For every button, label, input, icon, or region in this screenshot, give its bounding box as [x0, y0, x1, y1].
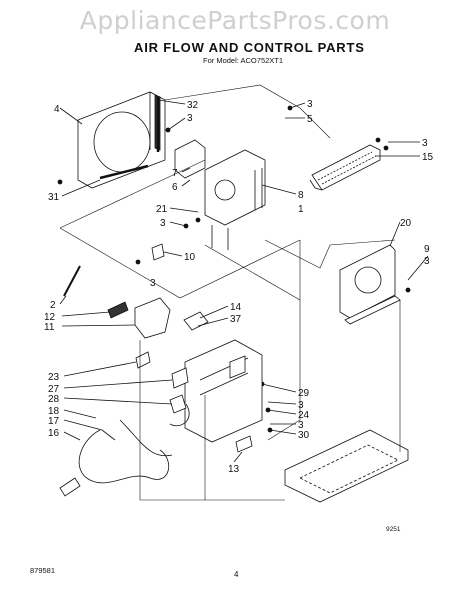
- callout-label: 6: [172, 182, 178, 193]
- callout-label: 3: [187, 113, 193, 124]
- callout-label: 37: [230, 314, 242, 325]
- callout-label: 9: [424, 244, 430, 255]
- page-number: 4: [234, 570, 239, 579]
- callout-label: 14: [230, 302, 242, 313]
- callout-label: 28: [48, 394, 60, 405]
- callout-label: 13: [228, 464, 240, 475]
- callout-label: 3: [424, 256, 430, 267]
- watermark: AppliancePartsPros.com: [79, 6, 391, 35]
- callout-label: 3: [150, 278, 156, 289]
- callout-label: 29: [298, 388, 310, 399]
- part-control-housing: [204, 149, 266, 250]
- part-motor-bracket: [339, 244, 401, 325]
- callout-label: 8: [298, 190, 304, 201]
- callout-label: 20: [400, 218, 412, 229]
- callout-label: 12: [44, 312, 56, 323]
- callout-label: 2: [50, 300, 56, 311]
- callout-label: 1: [298, 204, 304, 215]
- callout-label: 27: [48, 384, 60, 395]
- callout-label: 3: [307, 99, 313, 110]
- callout-label: 3: [422, 138, 428, 149]
- callout-label: 3: [298, 420, 304, 431]
- callout-label: 32: [187, 100, 199, 111]
- callout-label: 16: [48, 428, 60, 439]
- callout-label: 11: [44, 322, 55, 333]
- document-number: 879581: [30, 566, 56, 575]
- callout-label: 7: [172, 168, 178, 179]
- callout-label: 18: [48, 406, 60, 417]
- callout-label: 10: [184, 252, 196, 263]
- figure-code: 9251: [386, 526, 401, 533]
- callout-label: 3: [298, 400, 304, 411]
- callout-label: 30: [298, 430, 310, 441]
- part-louver: [309, 144, 381, 191]
- callout-label: 17: [48, 416, 60, 427]
- part-base-tray: [284, 429, 409, 503]
- callout-label: 15: [422, 152, 434, 163]
- callout-label: 31: [48, 192, 60, 203]
- model-subtitle: For Model: ACO752XT1: [203, 56, 284, 65]
- callout-label: 5: [307, 114, 313, 125]
- part-control-panel: [184, 339, 263, 443]
- callout-label: 24: [298, 410, 310, 421]
- callout-label: 4: [54, 104, 60, 115]
- callout-label: 21: [156, 204, 168, 215]
- callout-label: 3: [160, 218, 166, 229]
- callout-label: 23: [48, 372, 60, 383]
- page-title: AIR FLOW AND CONTROL PARTS: [134, 40, 365, 55]
